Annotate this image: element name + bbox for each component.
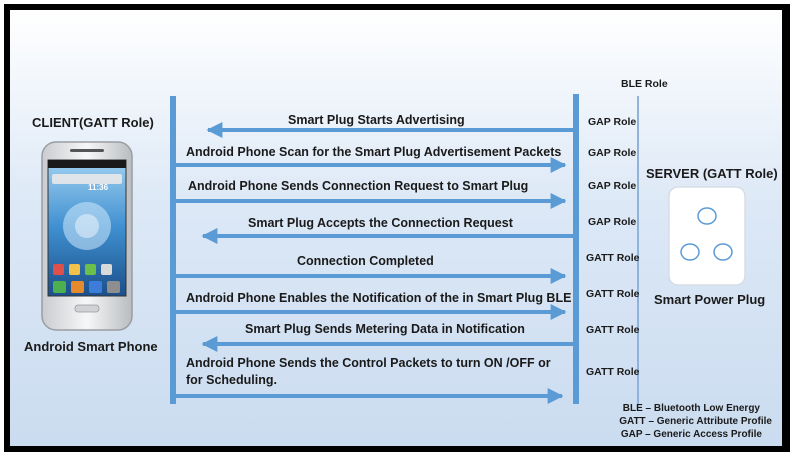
role-label: GATT Role (586, 252, 640, 264)
ble-role-header: BLE Role (621, 78, 668, 90)
legend-gatt: GATT – Generic Attribute Profile (619, 416, 772, 427)
role-divider-line (637, 96, 639, 404)
message-label: Smart Plug Starts Advertising (288, 113, 465, 127)
message-label-continued: for Scheduling. (186, 373, 277, 387)
legend-ble: BLE – Bluetooth Low Energy (622, 403, 760, 414)
role-label: GAP Role (588, 147, 637, 159)
diagram-panel (10, 10, 782, 446)
message-label: Connection Completed (297, 254, 434, 268)
role-label: GATT Role (586, 366, 640, 378)
client-title: CLIENT(GATT Role) (32, 115, 154, 130)
legend-gap: GAP – Generic Access Profile (620, 429, 762, 440)
message-label: Smart Plug Accepts the Connection Reques… (248, 216, 513, 230)
role-label: GAP Role (588, 180, 637, 192)
message-label: Android Phone Sends the Control Packets … (186, 356, 551, 370)
message-label: Android Phone Scan for the Smart Plug Ad… (186, 145, 562, 159)
client-lifeline (170, 96, 176, 404)
server-title: SERVER (GATT Role) (646, 166, 778, 181)
role-label: GATT Role (586, 288, 640, 300)
smart-plug-image (668, 186, 746, 286)
android-phone-image (40, 140, 134, 332)
phone-clock: 11:36 (88, 183, 109, 192)
server-lifeline (573, 94, 579, 404)
message-label: Android Phone Sends Connection Request t… (188, 179, 529, 193)
role-label: GAP Role (588, 216, 637, 228)
message-label: Android Phone Enables the Notification o… (186, 291, 572, 305)
message-label: Smart Plug Sends Metering Data in Notifi… (245, 322, 525, 336)
role-label: GATT Role (586, 324, 640, 336)
client-device-label: Android Smart Phone (24, 339, 158, 354)
server-device-label: Smart Power Plug (654, 292, 766, 307)
role-label: GAP Role (588, 116, 637, 128)
